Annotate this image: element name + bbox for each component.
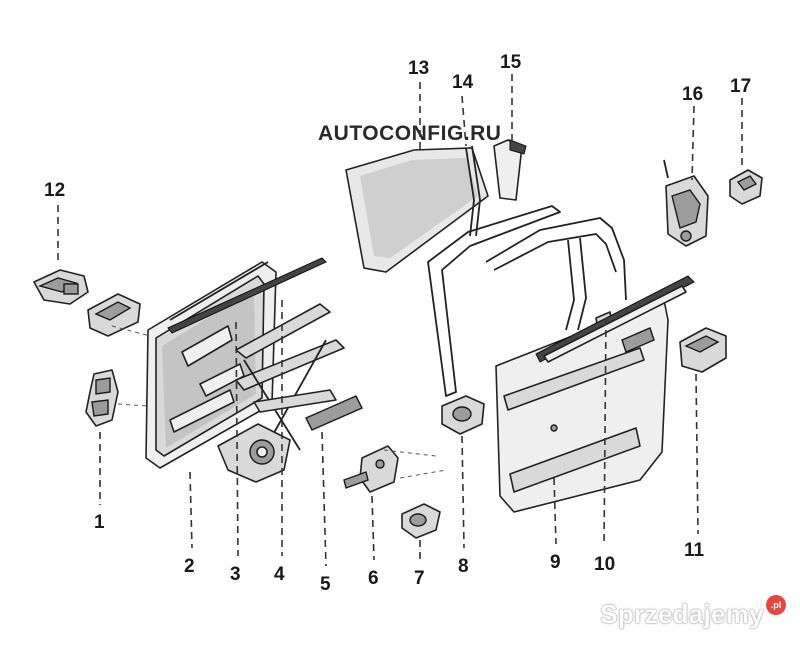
part-7-knob — [401, 503, 441, 539]
part-6-striker — [343, 445, 399, 493]
inner-handle — [87, 293, 141, 337]
part-16-door-lock — [663, 159, 709, 247]
part-5-pad — [305, 395, 363, 431]
callout-10: 10 — [594, 554, 615, 575]
part-15-pillar-strip — [493, 139, 527, 201]
part-14-run-channel — [465, 145, 481, 237]
watermark: Sprzedajemy .pl — [600, 595, 786, 630]
callout-3: 3 — [230, 564, 241, 585]
part-10-belt-moulding — [535, 275, 695, 363]
callout-14: 14 — [452, 72, 474, 93]
part-17-clip — [729, 169, 763, 205]
leader-lines — [57, 74, 743, 567]
part-11-outer-handle — [679, 327, 727, 373]
watermark-badge: .pl — [766, 595, 786, 615]
watermark-text: Sprzedajemy — [600, 599, 764, 629]
callout-8: 8 — [458, 556, 469, 577]
part-4-window-regulator — [217, 303, 345, 483]
callout-9: 9 — [550, 552, 561, 573]
callout-numbers: 12 1 2 3 4 5 6 7 8 9 10 11 13 14 15 16 1… — [44, 52, 751, 595]
site-label: AUTOCONFIG.RU — [318, 122, 501, 145]
callout-6: 6 — [368, 568, 379, 589]
callout-12: 12 — [44, 180, 65, 201]
callout-13: 13 — [408, 58, 429, 79]
part-12-clip — [33, 269, 89, 305]
callout-11: 11 — [684, 540, 705, 561]
callout-2: 2 — [184, 556, 195, 577]
callout-1: 1 — [94, 512, 105, 533]
callout-5: 5 — [320, 574, 331, 595]
callout-15: 15 — [500, 52, 522, 73]
part-1-hinge — [85, 369, 119, 427]
callout-4: 4 — [274, 564, 285, 585]
callout-16: 16 — [682, 84, 703, 105]
part-13-window-glass — [345, 147, 489, 273]
part-8-grommet — [441, 395, 485, 435]
part-3-belt-strip — [167, 257, 327, 334]
callout-7: 7 — [414, 568, 425, 589]
callout-17: 17 — [730, 76, 751, 97]
